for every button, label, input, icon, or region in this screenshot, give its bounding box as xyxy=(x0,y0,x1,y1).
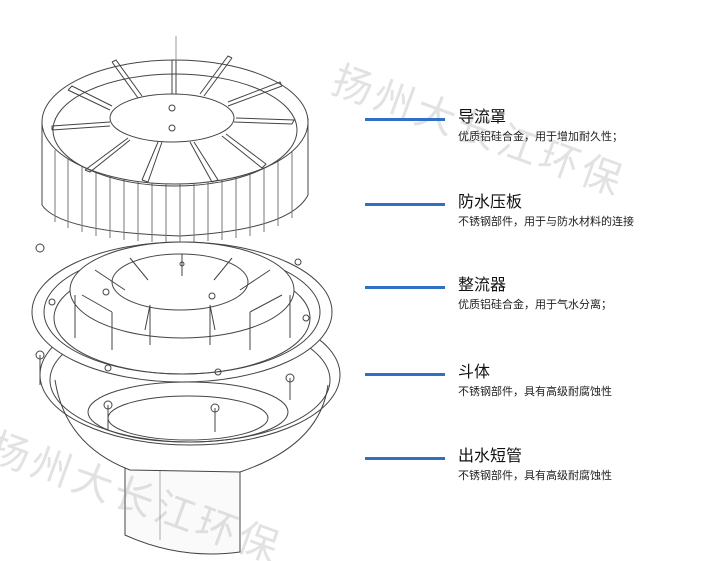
callout-drain-body: 斗体 不锈钢部件，具有高级耐腐蚀性 xyxy=(365,362,695,422)
callout-title: 整流器 xyxy=(458,275,507,294)
callout-leader-line xyxy=(365,118,445,121)
guide-cover-part xyxy=(41,36,309,242)
callout-title: 斗体 xyxy=(458,362,491,381)
callout-leader-line xyxy=(365,373,445,376)
callout-title: 导流罩 xyxy=(458,107,507,126)
callout-description: 优质铝硅合金，用于气水分离； xyxy=(458,298,612,311)
callout-outlet-pipe: 出水短管 不锈钢部件，具有高级耐腐蚀性 xyxy=(365,446,695,506)
callout-title: 出水短管 xyxy=(458,446,523,465)
callout-guide-cover: 导流罩 优质铝硅合金，用于增加耐久性； xyxy=(365,107,695,167)
callout-description: 不锈钢部件，具有高级耐腐蚀性 xyxy=(458,469,612,482)
callout-description: 不锈钢部件，具有高级耐腐蚀性 xyxy=(458,385,612,398)
callout-leader-line xyxy=(365,286,445,289)
callout-waterproof-clamp-plate: 防水压板 不锈钢部件，用于与防水材料的连接 xyxy=(365,192,695,252)
callout-leader-line xyxy=(365,457,445,460)
callout-description: 不锈钢部件，用于与防水材料的连接 xyxy=(458,215,634,228)
callout-leader-line xyxy=(365,203,445,206)
callout-rectifier: 整流器 优质铝硅合金，用于气水分离； xyxy=(365,275,695,335)
callout-title: 防水压板 xyxy=(458,192,523,211)
callout-description: 优质铝硅合金，用于增加耐久性； xyxy=(458,130,623,143)
rectifier-part xyxy=(69,241,295,350)
